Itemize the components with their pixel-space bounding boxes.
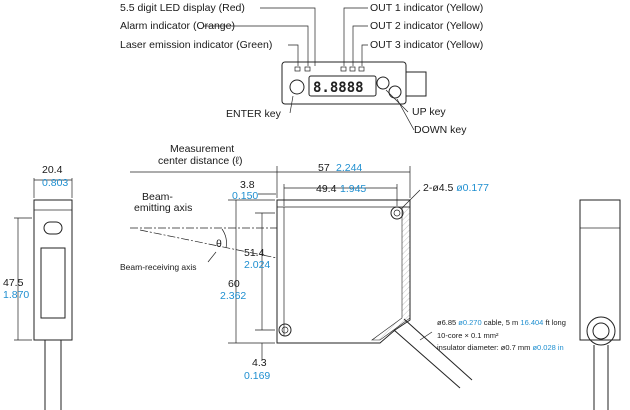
bottom-offset-in: 0.169	[244, 370, 270, 382]
cable-spec-1: ø6.85 ø0.270 cable, 5 m 16.404 ft long	[437, 318, 566, 327]
alarm-indicator-label: Alarm indicator (Orange)	[120, 20, 235, 32]
alarm-indicator	[304, 66, 311, 72]
up-key-button	[376, 76, 390, 90]
theta-label: θ	[216, 238, 222, 250]
out3-indicator	[358, 66, 365, 72]
cable-spec-3: insulator diameter: ø0.7 mm ø0.028 in	[437, 343, 564, 352]
total-height-mm: 60	[228, 278, 240, 290]
panel-cable-stub	[405, 71, 427, 97]
side-width-mm: 20.4	[42, 164, 63, 176]
beam-recv-label: Beam-receiving axis	[120, 262, 197, 272]
panel-view: 8.8888	[204, 7, 427, 131]
out2-indicator-label: OUT 2 indicator (Yellow)	[370, 20, 483, 32]
down-key-button	[388, 85, 402, 99]
side-height-mm: 47.5	[3, 277, 24, 289]
height-in: 2.024	[244, 259, 270, 271]
led-display-label: 5.5 digit LED display (Red)	[120, 2, 245, 14]
side-width-in: 0.803	[42, 177, 68, 189]
out2-indicator	[349, 66, 356, 72]
length-in: 2.244	[336, 162, 362, 174]
hole-pitch-mm: 49.4	[316, 183, 337, 195]
enter-key-button	[289, 79, 305, 95]
cable-gland-inner	[592, 322, 610, 340]
up-key-label: UP key	[412, 106, 446, 118]
bottom-offset-mm: 4.3	[252, 357, 267, 369]
beam-emit-label-1: Beam-	[142, 191, 173, 203]
down-key-label: DOWN key	[414, 124, 467, 136]
hole-dia-label: 2-ø4.5 ø0.177	[423, 182, 489, 194]
side-height-in: 1.870	[3, 289, 29, 301]
height-mm: 51.4	[244, 247, 265, 259]
offset-in: 0.150	[232, 190, 258, 202]
out3-indicator-label: OUT 3 indicator (Yellow)	[370, 39, 483, 51]
out1-indicator	[340, 66, 347, 72]
out1-indicator-label: OUT 1 indicator (Yellow)	[370, 2, 483, 14]
cable-spec-2: 10-core × 0.1 mm²	[437, 331, 499, 340]
meas-label-1: Measurement	[170, 143, 234, 155]
offset-mm: 3.8	[240, 179, 255, 191]
hole-pitch-in: 1.945	[340, 183, 366, 195]
laser-indicator	[294, 66, 301, 72]
cable-gland-outer	[586, 316, 616, 346]
led-digits: 8.8888	[313, 80, 364, 96]
meas-label-2: center distance (ℓ)	[158, 155, 243, 167]
rear-view	[579, 199, 621, 410]
mount-hole-bottom	[278, 323, 292, 337]
length-mm: 57	[318, 162, 330, 174]
total-height-in: 2.362	[220, 290, 246, 302]
laser-indicator-label: Laser emission indicator (Green)	[120, 39, 272, 51]
side-view	[14, 178, 73, 410]
front-view	[130, 166, 473, 389]
mount-hole-top	[390, 206, 404, 220]
led-display-window	[308, 75, 377, 97]
enter-key-label: ENTER key	[226, 108, 282, 120]
beam-emit-label-2: emitting axis	[134, 202, 192, 214]
